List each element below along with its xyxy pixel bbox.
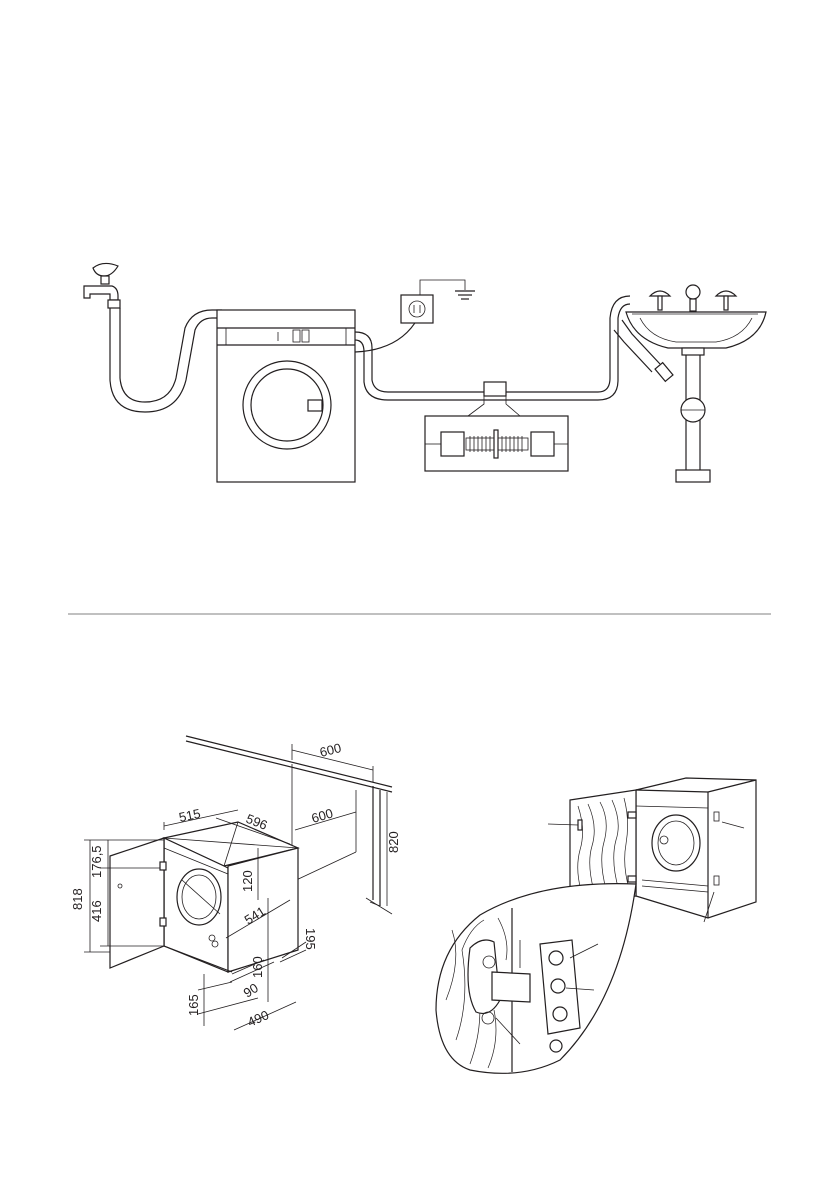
door-hinge-icon bbox=[569, 789, 637, 907]
dim-490: 490 bbox=[245, 1007, 271, 1030]
dim-90: 90 bbox=[241, 980, 261, 1000]
countertop-line bbox=[185, 735, 393, 788]
tap-icon bbox=[83, 262, 121, 309]
hose-connector-icon bbox=[424, 381, 569, 472]
dim-160: 160 bbox=[250, 956, 265, 978]
dim-120: 120 bbox=[240, 870, 255, 892]
hinge-plate-icon bbox=[467, 939, 581, 1053]
connection-diagram bbox=[83, 262, 767, 483]
hinge-detail-diagram bbox=[435, 777, 757, 1074]
dim-600-top: 600 bbox=[318, 740, 343, 760]
dim-515: 515 bbox=[178, 806, 202, 825]
sink-icon bbox=[625, 284, 767, 483]
dim-820: 820 bbox=[386, 831, 401, 853]
dim-818: 818 bbox=[70, 888, 85, 910]
power-socket-icon bbox=[400, 279, 466, 324]
dim-176-5: 176,5 bbox=[89, 845, 104, 878]
dim-600-inner: 600 bbox=[310, 805, 335, 825]
dim-165: 165 bbox=[186, 994, 201, 1016]
ground-icon bbox=[455, 290, 475, 300]
inlet-hose bbox=[109, 308, 222, 413]
power-cable bbox=[354, 317, 419, 353]
dim-195: 195 bbox=[303, 928, 318, 950]
dim-416: 416 bbox=[89, 900, 104, 922]
built-in-dimensions-diagram: 600 600 820 515 596 176,5 818 416 120 54… bbox=[70, 735, 401, 1031]
washing-machine-icon bbox=[216, 309, 356, 483]
